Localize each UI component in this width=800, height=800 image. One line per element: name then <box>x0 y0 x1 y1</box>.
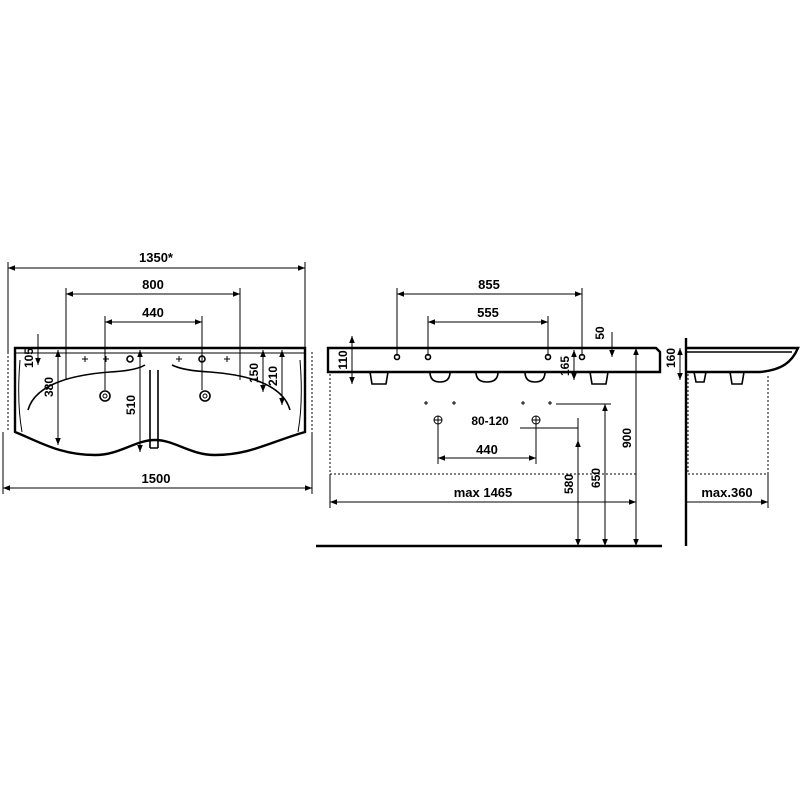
top-view: 1350* 800 440 105 380 510 150 210 1500 <box>2 250 313 494</box>
right-inner-curve <box>297 359 302 433</box>
label-510: 510 <box>124 395 138 415</box>
label-80-120: 80-120 <box>471 414 509 428</box>
label-105: 105 <box>22 348 36 368</box>
label-150: 150 <box>247 363 261 383</box>
label-650: 650 <box>589 468 603 488</box>
label-380: 380 <box>42 377 56 397</box>
front-view: 855 555 50 110 165 80-120 440 max 1465 5… <box>316 277 662 548</box>
side-view: 160 max.360 <box>664 338 800 546</box>
label-1500: 1500 <box>142 471 171 486</box>
bowl-bottom-2 <box>475 371 499 383</box>
side-fitting-1 <box>693 371 707 383</box>
label-440-top: 440 <box>142 305 164 320</box>
mark-4 <box>548 401 552 405</box>
label-800: 800 <box>142 277 164 292</box>
basin-slab-front <box>326 346 662 374</box>
label-160: 160 <box>664 348 678 368</box>
left-inner-curve <box>18 359 23 433</box>
label-855: 855 <box>478 277 500 292</box>
mark-3 <box>521 401 525 405</box>
label-1350: 1350* <box>139 250 174 265</box>
label-max-360: max.360 <box>701 485 752 500</box>
side-fitting-2 <box>729 371 745 385</box>
drain-left-icon <box>99 390 111 402</box>
basin-profile-side <box>686 346 800 374</box>
label-440-front: 440 <box>476 442 498 457</box>
cross-2 <box>532 416 540 424</box>
cross-1 <box>434 416 442 424</box>
mark-1 <box>424 401 428 405</box>
label-555: 555 <box>477 305 499 320</box>
label-210: 210 <box>266 366 280 386</box>
label-580: 580 <box>562 474 576 494</box>
label-max-1465: max 1465 <box>454 485 513 500</box>
label-110: 110 <box>336 350 350 370</box>
plus-marks <box>82 356 230 362</box>
waste-fitting-2 <box>589 371 609 385</box>
drain-left-inner <box>102 393 108 399</box>
mark-2 <box>452 401 456 405</box>
tap-hole-left-icon <box>126 355 134 363</box>
basin-outline-top <box>13 346 307 457</box>
label-900: 900 <box>620 428 634 448</box>
label-50: 50 <box>593 326 607 340</box>
bowl-bottom-1 <box>429 371 451 383</box>
side-vanity-dashed <box>687 374 769 475</box>
bowl-bottom-3 <box>524 371 546 383</box>
drain-right-inner <box>202 393 208 399</box>
label-165: 165 <box>558 356 572 376</box>
center-divider <box>149 370 159 449</box>
drain-right-icon <box>199 390 211 402</box>
waste-fitting-1 <box>369 371 389 385</box>
